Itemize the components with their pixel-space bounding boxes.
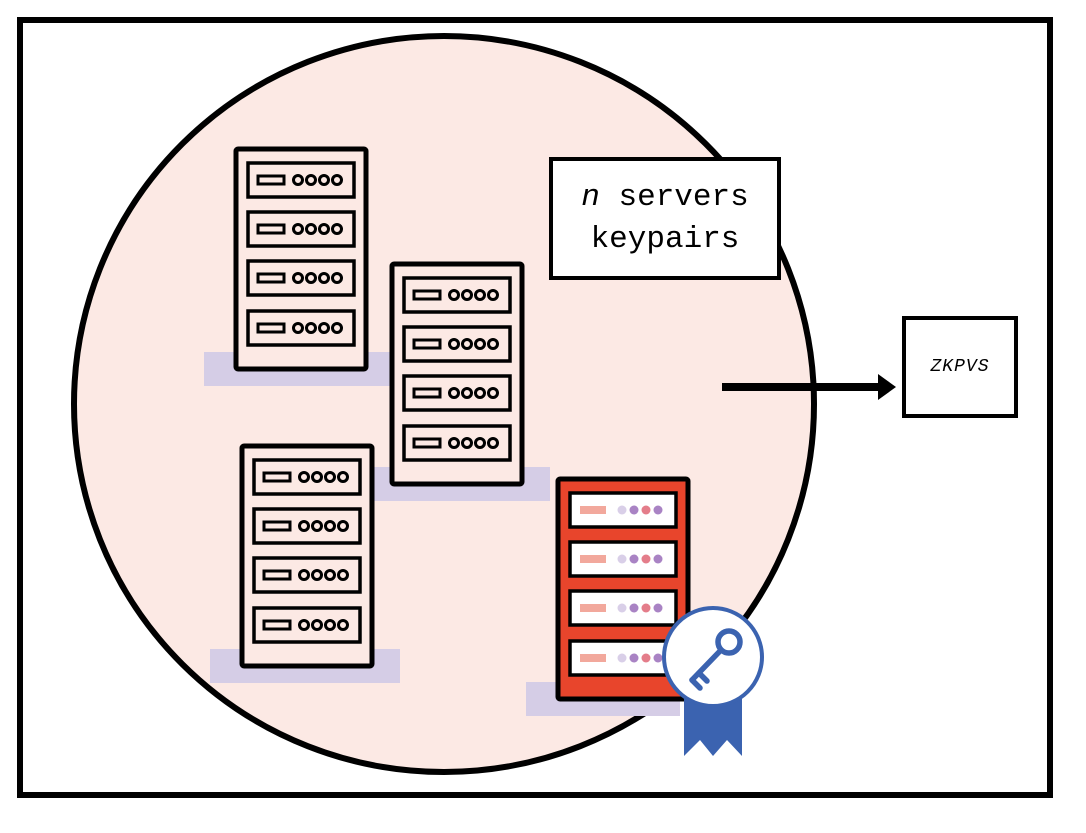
server-rack-icon: [239, 443, 375, 669]
output-label-box: ZKPVS: [902, 316, 1018, 418]
keypairs-label-line1: n servers: [581, 177, 748, 219]
server-rack-icon: [389, 261, 525, 487]
arrow-right-icon: [722, 374, 896, 400]
key-certificate-badge-icon: [662, 606, 764, 756]
keypairs-variable: n: [581, 179, 600, 215]
keypairs-label-servers: servers: [599, 179, 749, 215]
output-label: ZKPVS: [930, 357, 990, 377]
keypairs-label-line2: keypairs: [590, 221, 740, 257]
highlighted-server-rack-icon: [555, 476, 691, 702]
keypairs-label-box: n servers keypairs: [549, 157, 781, 280]
server-rack-icon: [233, 146, 369, 372]
